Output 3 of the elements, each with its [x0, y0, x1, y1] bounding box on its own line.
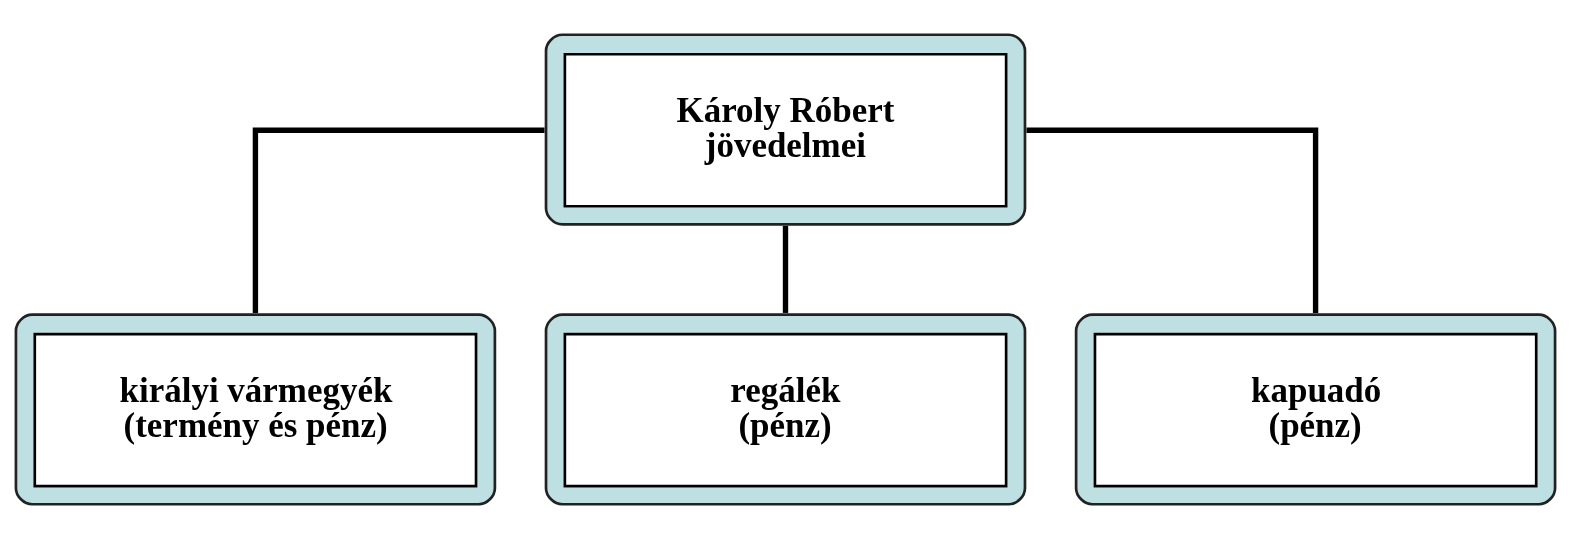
connector	[252, 127, 545, 313]
connector	[782, 225, 789, 313]
connector	[1026, 127, 1319, 313]
